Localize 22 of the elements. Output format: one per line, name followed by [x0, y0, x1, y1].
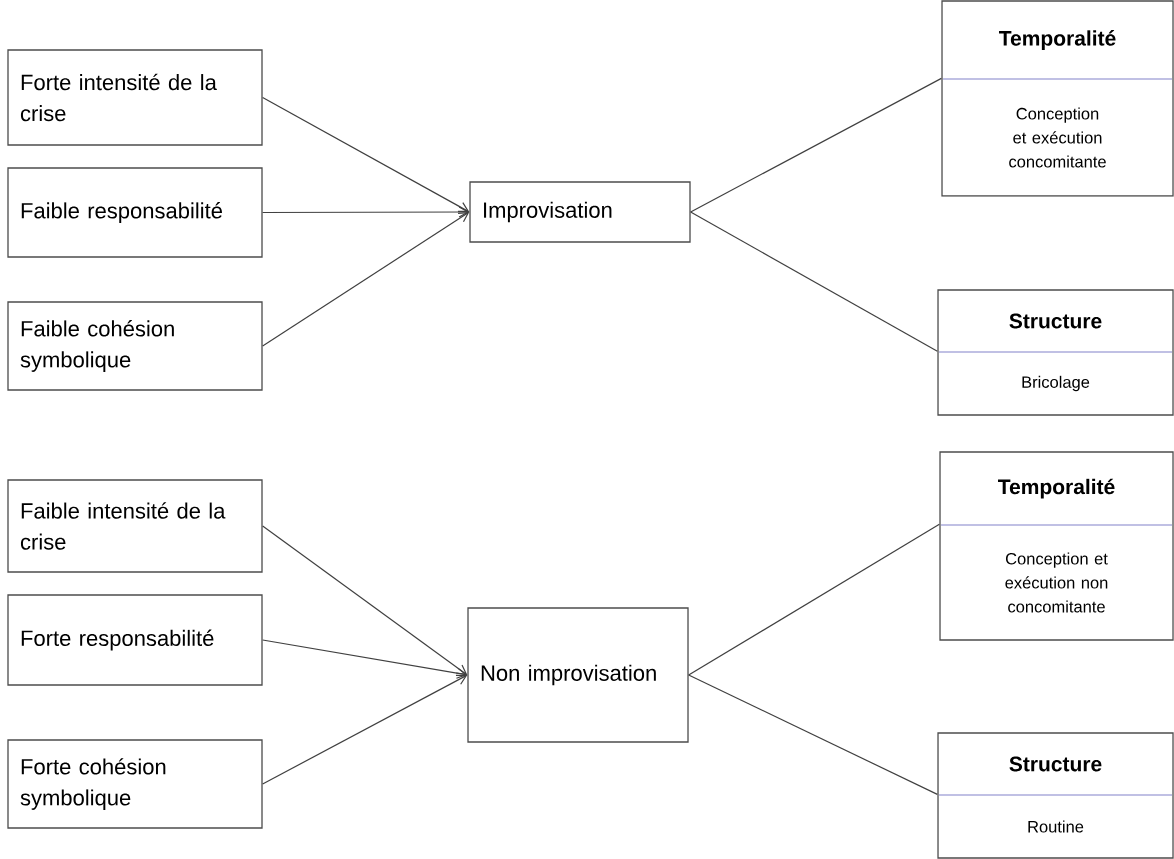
text-box: Faible responsabilité	[7, 167, 263, 258]
text-box: Faible cohésion symbolique	[7, 301, 263, 391]
text-box: Forte responsabilité	[7, 594, 263, 686]
connector-line	[688, 674, 938, 795]
arrow	[262, 525, 468, 675]
text-box: Improvisation	[469, 181, 691, 243]
arrow	[262, 212, 470, 347]
titled-box: Temporalité Conception et exécution concomitante	[941, 0, 1174, 197]
titled-box: Temporalité Conception et exécution non concomitante	[939, 451, 1174, 641]
text-box: Forte intensité de la crise	[7, 49, 263, 146]
text-box: Non improvisation	[467, 607, 689, 743]
arrow	[262, 206, 470, 218]
connector-line	[688, 523, 940, 676]
text-box: Faible intensité de la crise	[7, 479, 263, 573]
arrow	[262, 639, 468, 679]
arrow	[262, 674, 468, 785]
connector-line	[690, 77, 942, 213]
connector-line	[690, 211, 938, 352]
titled-box: Structure Routine	[937, 732, 1174, 859]
titled-box: Structure Bricolage	[937, 289, 1174, 416]
arrow	[262, 96, 470, 212]
text-box: Forte cohésion symbolique	[7, 739, 263, 829]
